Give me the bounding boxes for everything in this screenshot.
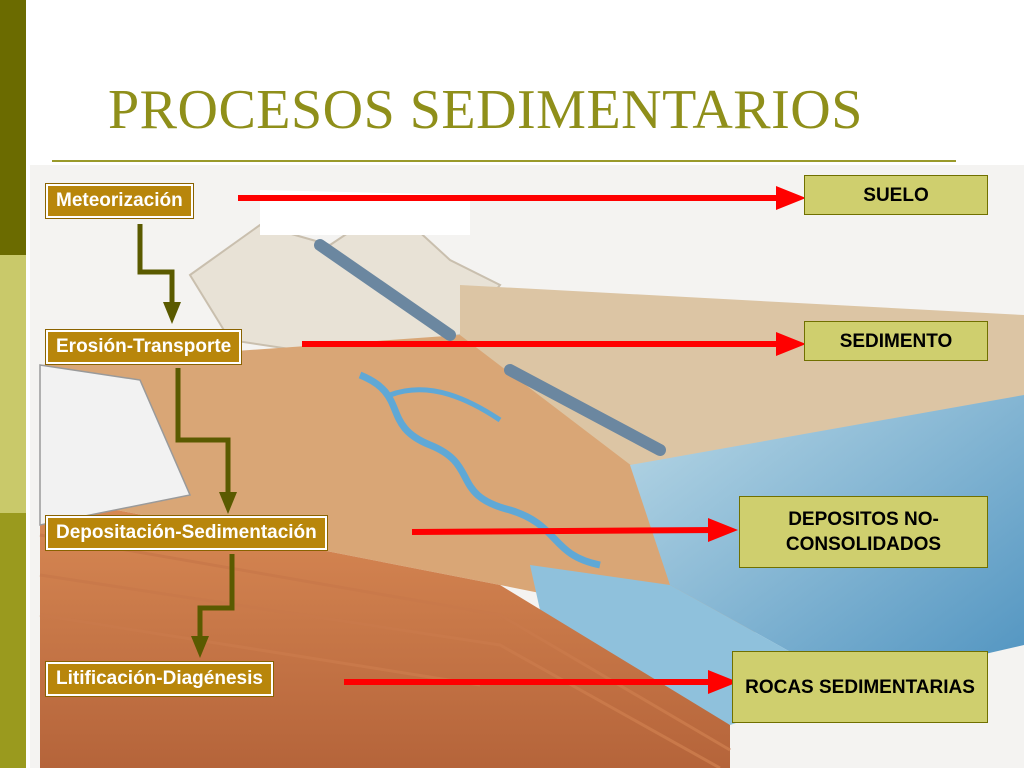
process-meteorizacion: Meteorización: [46, 184, 193, 218]
result-sedimento: SEDIMENTO: [804, 321, 988, 361]
page-title: PROCESOS SEDIMENTARIOS: [108, 79, 863, 141]
process-litificacion-diagenesis: Litificación-Diagénesis: [46, 662, 273, 696]
accent-stripe-light: [0, 255, 26, 513]
result-suelo: SUELO: [804, 175, 988, 215]
process-erosion-transporte: Erosión-Transporte: [46, 330, 242, 364]
result-depositos-no-consolidados: DEPOSITOS NO-CONSOLIDADOS: [739, 496, 988, 568]
title-underline: [52, 160, 956, 162]
result-rocas-sedimentarias: ROCAS SEDIMENTARIAS: [732, 651, 988, 723]
accent-stripe-dark: [0, 0, 26, 255]
accent-stripe-mid: [0, 513, 26, 768]
process-depositacion-sedimentacion: Depositación-Sedimentación: [46, 516, 327, 550]
